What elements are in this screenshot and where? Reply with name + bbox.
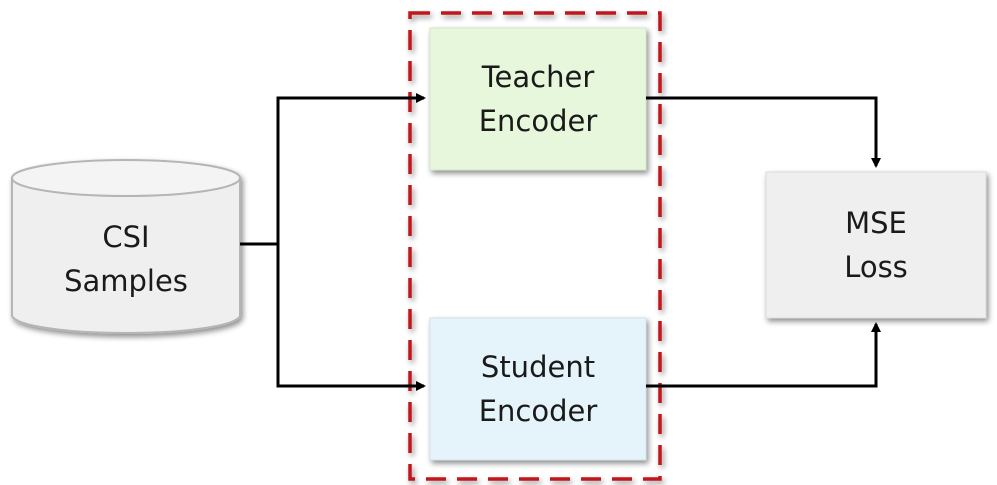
student-encoder-box — [429, 317, 647, 461]
arrow-to-teacher-encoder — [276, 93, 426, 244]
csi-samples-database-icon — [11, 159, 241, 334]
arrow-to-student-encoder — [276, 244, 426, 391]
database-top — [11, 159, 241, 197]
arrow-teacher-to-mse-loss — [646, 96, 881, 168]
encoder-group-dashed-border — [408, 11, 662, 481]
mse-loss-box — [765, 171, 987, 319]
teacher-encoder-box — [429, 27, 647, 171]
database-body — [11, 177, 241, 334]
connectors — [240, 93, 881, 391]
arrow-student-to-mse-loss — [646, 322, 881, 388]
